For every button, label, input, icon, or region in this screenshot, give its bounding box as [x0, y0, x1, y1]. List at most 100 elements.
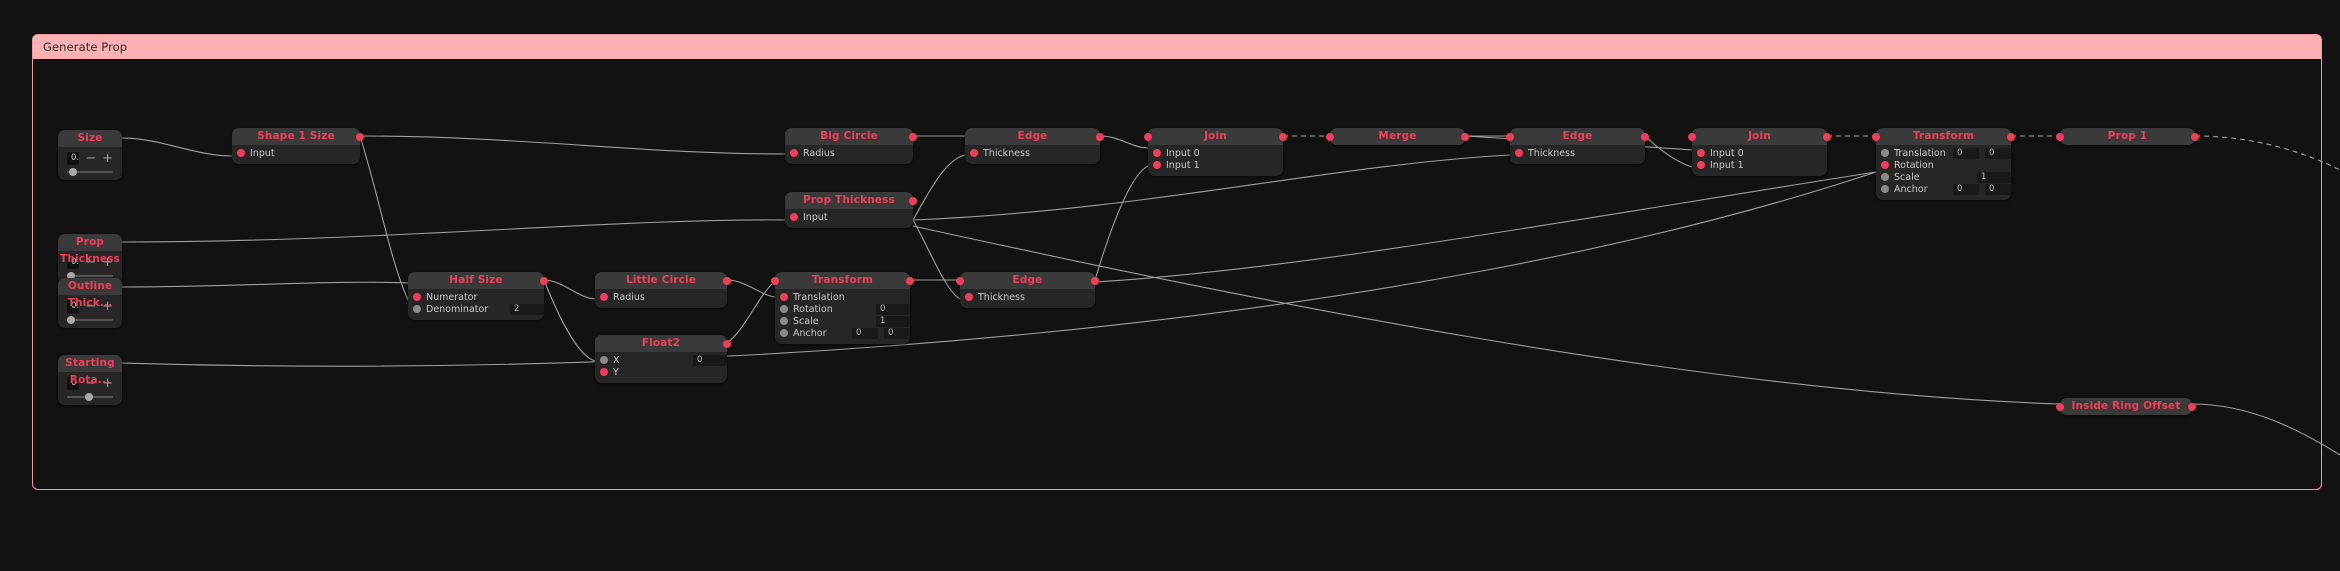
port-out-prop-1[interactable]: [2191, 132, 2199, 141]
port-radius[interactable]: [790, 149, 798, 157]
slider-track-prop-thickness-slider[interactable]: [66, 272, 113, 280]
port-scale[interactable]: [780, 317, 788, 325]
slider-knob-prop-thickness-slider[interactable]: [66, 272, 75, 280]
port-input-0[interactable]: [1153, 149, 1161, 157]
decrement-button[interactable]: −: [85, 150, 97, 166]
field-translation-0[interactable]: 0: [1953, 147, 1979, 159]
port-out-join-2[interactable]: [1823, 132, 1831, 141]
node-title-shape-1-size[interactable]: Shape 1 Size: [232, 128, 364, 145]
port-input-1[interactable]: [1697, 161, 1705, 169]
node-title-edge-2[interactable]: Edge: [1506, 128, 1649, 145]
node-title-merge[interactable]: Merge: [1326, 128, 1469, 145]
port-input-0[interactable]: [1697, 149, 1705, 157]
node-starting-rotation-slider[interactable]: Starting Rota...0−+: [58, 355, 122, 405]
port-scale[interactable]: [1881, 173, 1889, 181]
node-title-inside-ring-offset[interactable]: Inside Ring Offset: [2056, 398, 2196, 415]
increment-button[interactable]: +: [102, 377, 113, 390]
increment-button[interactable]: +: [102, 300, 113, 313]
row-input[interactable]: Input: [232, 147, 360, 159]
port-out-half-size[interactable]: [540, 276, 548, 285]
slider-track-outline-thickness-slider[interactable]: [66, 316, 113, 324]
slider-knob-size[interactable]: [68, 168, 77, 176]
row-input-0[interactable]: Input 0: [1692, 147, 1827, 159]
node-title-starting-rotation-slider[interactable]: Starting Rota...: [58, 355, 122, 386]
port-rotation[interactable]: [1881, 161, 1889, 169]
row-input-0[interactable]: Input 0: [1148, 147, 1283, 159]
field-anchor-1[interactable]: 0: [1985, 183, 2011, 195]
row-radius[interactable]: Radius: [785, 147, 913, 159]
port-out-big-circle[interactable]: [909, 132, 917, 141]
field-anchor-0[interactable]: 0: [1953, 183, 1979, 195]
row-thickness[interactable]: Thickness: [960, 291, 1095, 303]
node-prop-1[interactable]: Prop 1: [2056, 128, 2199, 145]
port-thickness[interactable]: [1515, 149, 1523, 157]
decrement-button[interactable]: −: [85, 300, 96, 313]
slider-knob-starting-rotation-slider[interactable]: [84, 393, 93, 401]
port-rotation[interactable]: [780, 305, 788, 313]
port-y[interactable]: [600, 368, 608, 376]
slider-track-starting-rotation-slider[interactable]: [67, 393, 113, 401]
port-in-join-1[interactable]: [1144, 132, 1152, 141]
field-anchor-1[interactable]: 0: [884, 327, 910, 339]
port-in-edge-2[interactable]: [1506, 132, 1514, 141]
port-input[interactable]: [790, 213, 798, 221]
field-denominator-0[interactable]: 2: [510, 303, 544, 315]
port-in-transform-mid[interactable]: [771, 276, 779, 285]
port-in-inside-ring-offset[interactable]: [2056, 402, 2064, 411]
port-in-merge[interactable]: [1326, 132, 1334, 141]
port-out-edge-2[interactable]: [1641, 132, 1649, 141]
port-in-edge-3[interactable]: [956, 276, 964, 285]
node-title-little-circle[interactable]: Little Circle: [595, 272, 731, 289]
slider-knob-outline-thickness-slider[interactable]: [66, 316, 75, 324]
node-title-edge-1[interactable]: Edge: [965, 128, 1104, 145]
value-field-outline-thickness-slider[interactable]: 0.: [67, 300, 80, 313]
slider-track-size[interactable]: [67, 168, 113, 176]
increment-button[interactable]: +: [102, 150, 113, 166]
port-out-float2[interactable]: [723, 339, 731, 348]
port-translation[interactable]: [1881, 149, 1889, 157]
node-title-half-size[interactable]: Half Size: [408, 272, 548, 289]
row-numerator[interactable]: Numerator: [408, 291, 544, 303]
field-anchor-0[interactable]: 0: [852, 327, 878, 339]
row-radius[interactable]: Radius: [595, 291, 727, 303]
port-translation[interactable]: [780, 293, 788, 301]
node-title-prop-1[interactable]: Prop 1: [2056, 128, 2199, 145]
row-y[interactable]: Y: [595, 366, 727, 378]
row-thickness[interactable]: Thickness: [965, 147, 1100, 159]
field-translation-1[interactable]: 0: [1985, 147, 2011, 159]
port-x[interactable]: [600, 356, 608, 364]
field-scale-0[interactable]: 1: [876, 315, 910, 327]
row-input-1[interactable]: Input 1: [1148, 159, 1283, 171]
value-field-starting-rotation-slider[interactable]: 0: [67, 377, 80, 390]
row-rotation[interactable]: Rotation: [1876, 159, 2011, 171]
port-input-1[interactable]: [1153, 161, 1161, 169]
port-out-join-1[interactable]: [1279, 132, 1287, 141]
port-thickness[interactable]: [965, 293, 973, 301]
field-rotation-0[interactable]: 0: [876, 303, 910, 315]
port-in-join-2[interactable]: [1688, 132, 1696, 141]
node-group-generate-prop[interactable]: Generate Prop: [32, 34, 2322, 490]
port-out-little-circle[interactable]: [723, 276, 731, 285]
port-out-merge[interactable]: [1461, 132, 1469, 141]
port-out-transform-right[interactable]: [2007, 132, 2015, 141]
field-scale-0[interactable]: 1: [1977, 171, 2011, 183]
node-inside-ring-offset[interactable]: Inside Ring Offset: [2056, 398, 2196, 415]
node-prop-thickness-slider[interactable]: Prop Thickness0.−+: [58, 234, 122, 284]
port-out-edge-1[interactable]: [1096, 132, 1104, 141]
port-anchor[interactable]: [1881, 185, 1889, 193]
node-title-transform-mid[interactable]: Transform: [771, 272, 914, 289]
node-title-prop-thickness-slider[interactable]: Prop Thickness: [58, 234, 122, 265]
